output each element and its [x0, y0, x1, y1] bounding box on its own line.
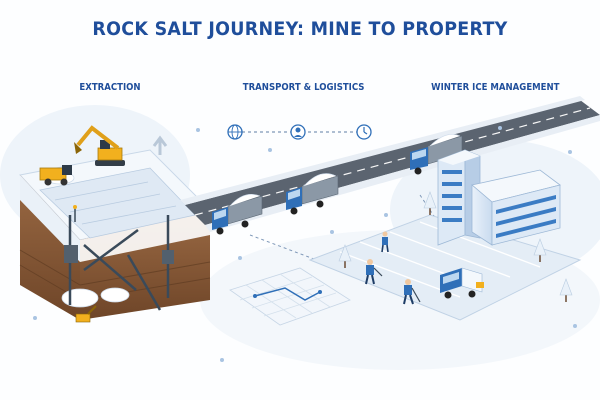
stage-label-transport: TRANSPORT & LOGISTICS: [242, 82, 365, 93]
page-title: ROCK SALT JOURNEY: MINE TO PROPERTY: [92, 18, 508, 40]
salt-truck-1: [212, 194, 263, 235]
clock-icon: [356, 124, 372, 140]
snowflake-icons: [33, 126, 577, 362]
worker-shoveling: [403, 279, 421, 305]
worker-near-building: [381, 231, 389, 253]
customer-service-icon: [290, 124, 306, 140]
salt-truck-2: [286, 173, 339, 215]
salt-spreader-truck: [440, 267, 484, 299]
dump-truck-mine: [39, 165, 72, 186]
snowy-trees: [338, 191, 573, 302]
stage-label-extraction: EXTRACTION: [79, 82, 141, 93]
salt-mine: [19, 135, 211, 323]
salt-truck-3: [410, 134, 463, 175]
route-map: [229, 267, 351, 326]
office-building: [437, 149, 561, 246]
worker-spreading-salt: [365, 259, 383, 285]
excavator: [74, 125, 125, 166]
parking-lot: [308, 214, 582, 321]
globe-icon: [227, 124, 243, 140]
stage-label-winter: WINTER ICE MANAGEMENT: [431, 82, 560, 93]
